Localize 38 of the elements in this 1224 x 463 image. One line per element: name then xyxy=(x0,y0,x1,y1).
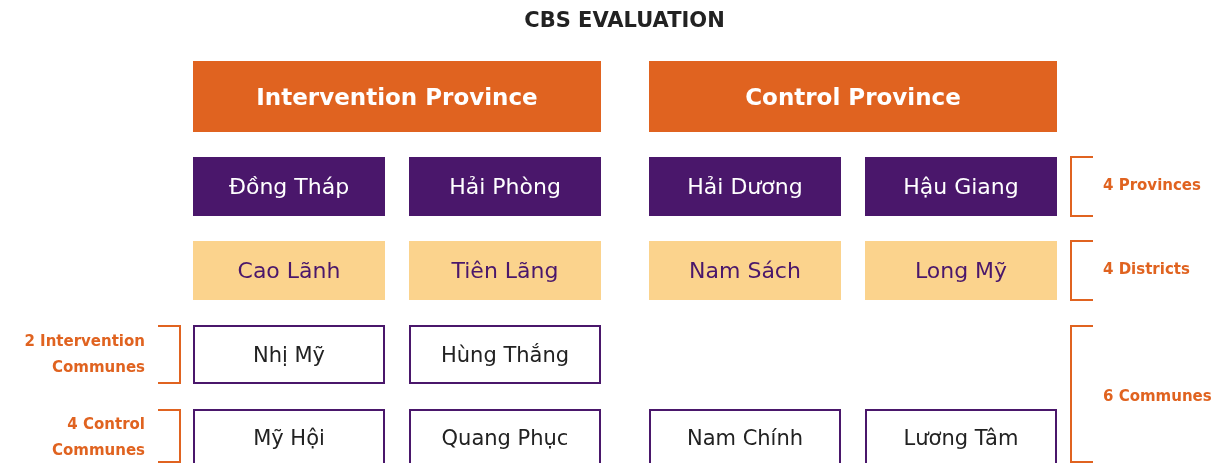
province-group-header xyxy=(193,61,601,132)
commune-box xyxy=(193,409,385,463)
diagram-title: CBS EVALUATION xyxy=(523,8,726,32)
node-text: Đồng Tháp xyxy=(228,174,350,199)
node-text: Nam Chính xyxy=(686,426,804,450)
bracket-label: 4 Districts xyxy=(1103,259,1191,280)
node-text: Hải Dương xyxy=(687,174,803,199)
node-text: Intervention Province xyxy=(256,83,538,110)
node-text: Nam Sách xyxy=(689,258,801,283)
node-text: Nhị Mỹ xyxy=(252,342,326,367)
district-box xyxy=(193,241,385,300)
node-text: Long Mỹ xyxy=(914,258,1008,283)
bracket-label: 4 Control Communes xyxy=(50,414,145,461)
commune-box xyxy=(649,409,841,463)
bracket-label: 6 Communes xyxy=(1103,386,1213,407)
commune-box xyxy=(409,409,601,463)
province-box xyxy=(865,157,1057,216)
district-box xyxy=(865,241,1057,300)
node-text: Hùng Thắng xyxy=(440,342,570,367)
province-group-header xyxy=(649,61,1057,132)
node-text: Hải Phòng xyxy=(449,174,561,199)
commune-box xyxy=(409,325,601,384)
node-text: Mỹ Hội xyxy=(253,426,325,450)
province-box xyxy=(409,157,601,216)
node-text: Cao Lãnh xyxy=(237,258,341,283)
node-text: Tiên Lãng xyxy=(451,258,559,283)
bracket-label: 4 Provinces xyxy=(1103,175,1202,196)
district-box xyxy=(649,241,841,300)
node-text: Control Province xyxy=(745,83,961,110)
node-text: Lương Tâm xyxy=(903,426,1019,450)
node-text: Quang Phục xyxy=(441,426,569,450)
district-box xyxy=(409,241,601,300)
node-text: Hậu Giang xyxy=(903,174,1019,199)
province-box xyxy=(649,157,841,216)
commune-box xyxy=(865,409,1057,463)
province-box xyxy=(193,157,385,216)
commune-box xyxy=(193,325,385,384)
bracket-label: 2 Intervention Communes xyxy=(23,331,145,378)
